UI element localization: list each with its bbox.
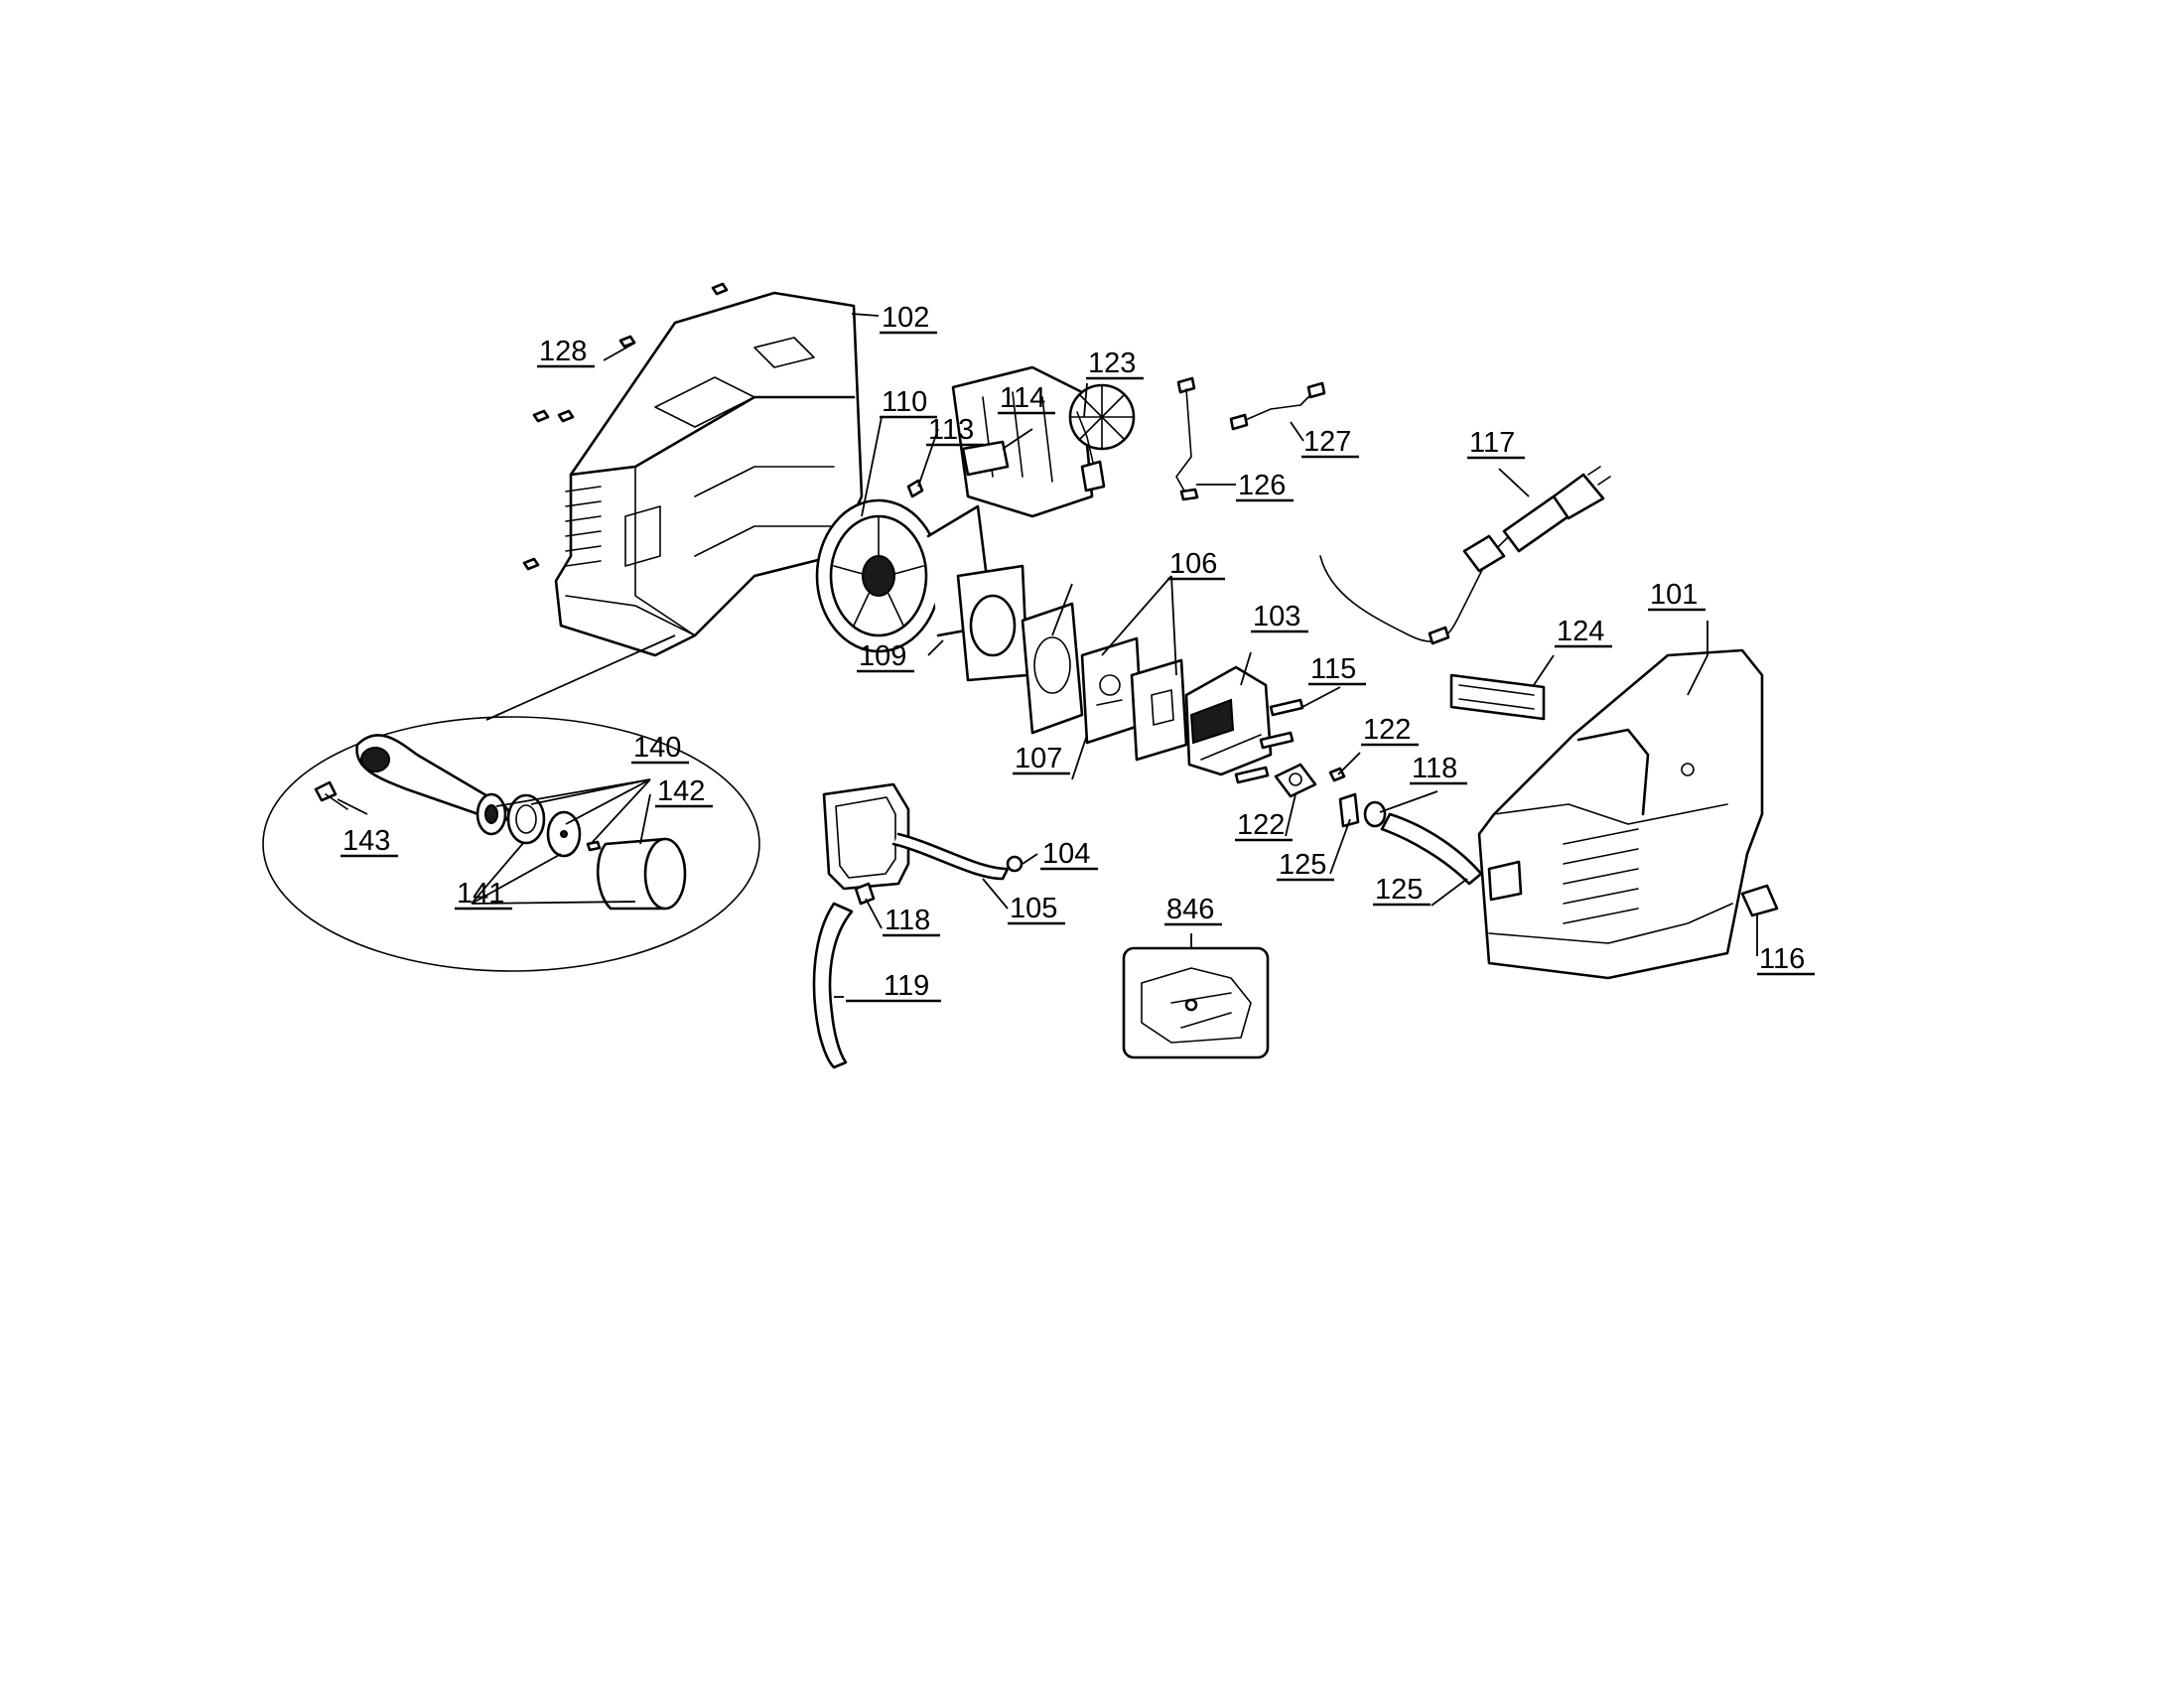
callout-124: 125 (1277, 849, 1334, 882)
svg-text:119: 119 (884, 970, 929, 1002)
svg-text:102: 102 (882, 302, 929, 334)
svg-text:126: 126 (1238, 470, 1286, 501)
screw-part-142 (586, 840, 602, 852)
callout-143: 143 (341, 825, 398, 858)
fitting-part-118-lower (854, 882, 876, 906)
callout-119: 119 (846, 970, 941, 1003)
wire-part-126 (1175, 376, 1199, 501)
svg-text:109: 109 (859, 640, 906, 672)
svg-text:115: 115 (1310, 653, 1356, 685)
svg-text:116: 116 (1759, 943, 1805, 975)
callout-labels: 102 128 110 114 113 123 127 126 (341, 302, 1815, 1003)
seal-ring-part-141a (506, 793, 546, 845)
block-part-114 (961, 440, 1010, 477)
front-shroud-part-101 (1477, 648, 1764, 980)
svg-text:124: 124 (1557, 616, 1604, 647)
svg-text:141: 141 (457, 878, 504, 910)
svg-text:114: 114 (1000, 382, 1045, 414)
svg-text:101: 101 (1650, 579, 1698, 611)
fitting-part-118-upper (1363, 800, 1387, 828)
callout-846: 846 (1164, 894, 1222, 926)
fitting-part-122 (1274, 763, 1317, 798)
callout-125-visible: 125 (1373, 874, 1431, 907)
callout-106: 106 (1167, 548, 1225, 581)
callout-142: 142 (655, 775, 713, 808)
callout-105: 105 (1008, 893, 1065, 925)
callout-121: 123 (1086, 348, 1144, 380)
callout-126: 126 (1236, 470, 1294, 502)
callout-123: 124 (1555, 616, 1612, 648)
svg-text:140: 140 (633, 732, 681, 764)
callout-104: 104 (1040, 838, 1098, 871)
svg-text:125: 125 (1279, 849, 1326, 881)
vent-slots-front (1563, 828, 1639, 924)
leader-lines (337, 313, 1758, 998)
rear-shroud-part-102 (554, 291, 864, 657)
callout-110: 110 (880, 386, 937, 419)
callout-118-upper: 118 (1410, 753, 1467, 785)
screws-part-128 (522, 282, 729, 571)
brush-lead-part-121 (1076, 411, 1106, 492)
callout-113: 113 (926, 414, 984, 447)
handle-part-123 (1449, 673, 1546, 721)
hose-part-119 (812, 902, 854, 1069)
svg-text:110: 110 (882, 386, 927, 418)
screw-part-143 (314, 780, 348, 810)
callout-115: 115 (1308, 653, 1366, 686)
callout-127: 127 (1301, 426, 1359, 459)
svg-text:122: 122 (1363, 714, 1411, 746)
tube-part-105 (822, 782, 1010, 891)
callout-120: 122 (1361, 714, 1419, 747)
hose-part-125 (1380, 812, 1483, 886)
svg-text:106: 106 (1169, 548, 1217, 580)
callout-109: 109 (857, 640, 914, 673)
callout-101: 101 (1648, 579, 1706, 612)
callout-122-text: 122 (1237, 809, 1285, 841)
svg-text:118: 118 (1412, 753, 1457, 784)
gasket-part-107 (1021, 602, 1084, 735)
power-cord-part-117 (1319, 466, 1611, 645)
foot-part-116 (1740, 884, 1779, 917)
callout-114: 114 (998, 382, 1055, 415)
svg-text:127: 127 (1303, 426, 1351, 458)
callout-128: 128 (537, 336, 595, 368)
callout-125-text: 125 (1375, 874, 1423, 906)
callout-118-lower: 118 (883, 905, 940, 937)
cylinder-sleeve-part-141c (596, 837, 687, 911)
callout-141: 141 (455, 878, 512, 911)
callout-102: 102 (880, 302, 937, 335)
callout-122-visible: 122 (1235, 809, 1293, 842)
svg-text:123: 123 (1088, 348, 1136, 379)
retainer-part-141b (546, 810, 582, 858)
fitting-part-104 (1006, 855, 1024, 873)
svg-text:104: 104 (1042, 838, 1090, 870)
svg-text:113: 113 (928, 414, 974, 446)
svg-text:118: 118 (885, 905, 930, 936)
vent-slots-rear (565, 486, 602, 567)
connecting-rod-part-140 (355, 734, 510, 836)
gasket-part-106b (1130, 658, 1188, 762)
callout-117: 117 (1467, 427, 1525, 460)
svg-text:117: 117 (1469, 427, 1515, 459)
cylinder-head-part-103 (1184, 665, 1273, 776)
svg-text:846: 846 (1166, 894, 1214, 925)
svg-text:128: 128 (539, 336, 587, 367)
svg-text:142: 142 (657, 775, 705, 807)
callout-140: 140 (631, 732, 689, 765)
detail-ellipse (262, 716, 760, 972)
svg-text:107: 107 (1015, 743, 1062, 774)
svg-text:103: 103 (1253, 601, 1300, 632)
wire-part-127 (1229, 381, 1326, 431)
callout-103: 103 (1251, 601, 1308, 633)
hardware-kit-part-846 (1122, 946, 1270, 1059)
svg-text:105: 105 (1010, 893, 1057, 924)
connecting-rod-detail (262, 634, 760, 972)
bolts-part-115 (1234, 698, 1304, 784)
callout-107: 107 (1013, 743, 1070, 775)
motor-pump-assembly-part-110 (815, 365, 1136, 682)
callout-116: 116 (1757, 943, 1815, 976)
svg-text:143: 143 (342, 825, 390, 857)
clip-part-124 (1338, 792, 1360, 828)
